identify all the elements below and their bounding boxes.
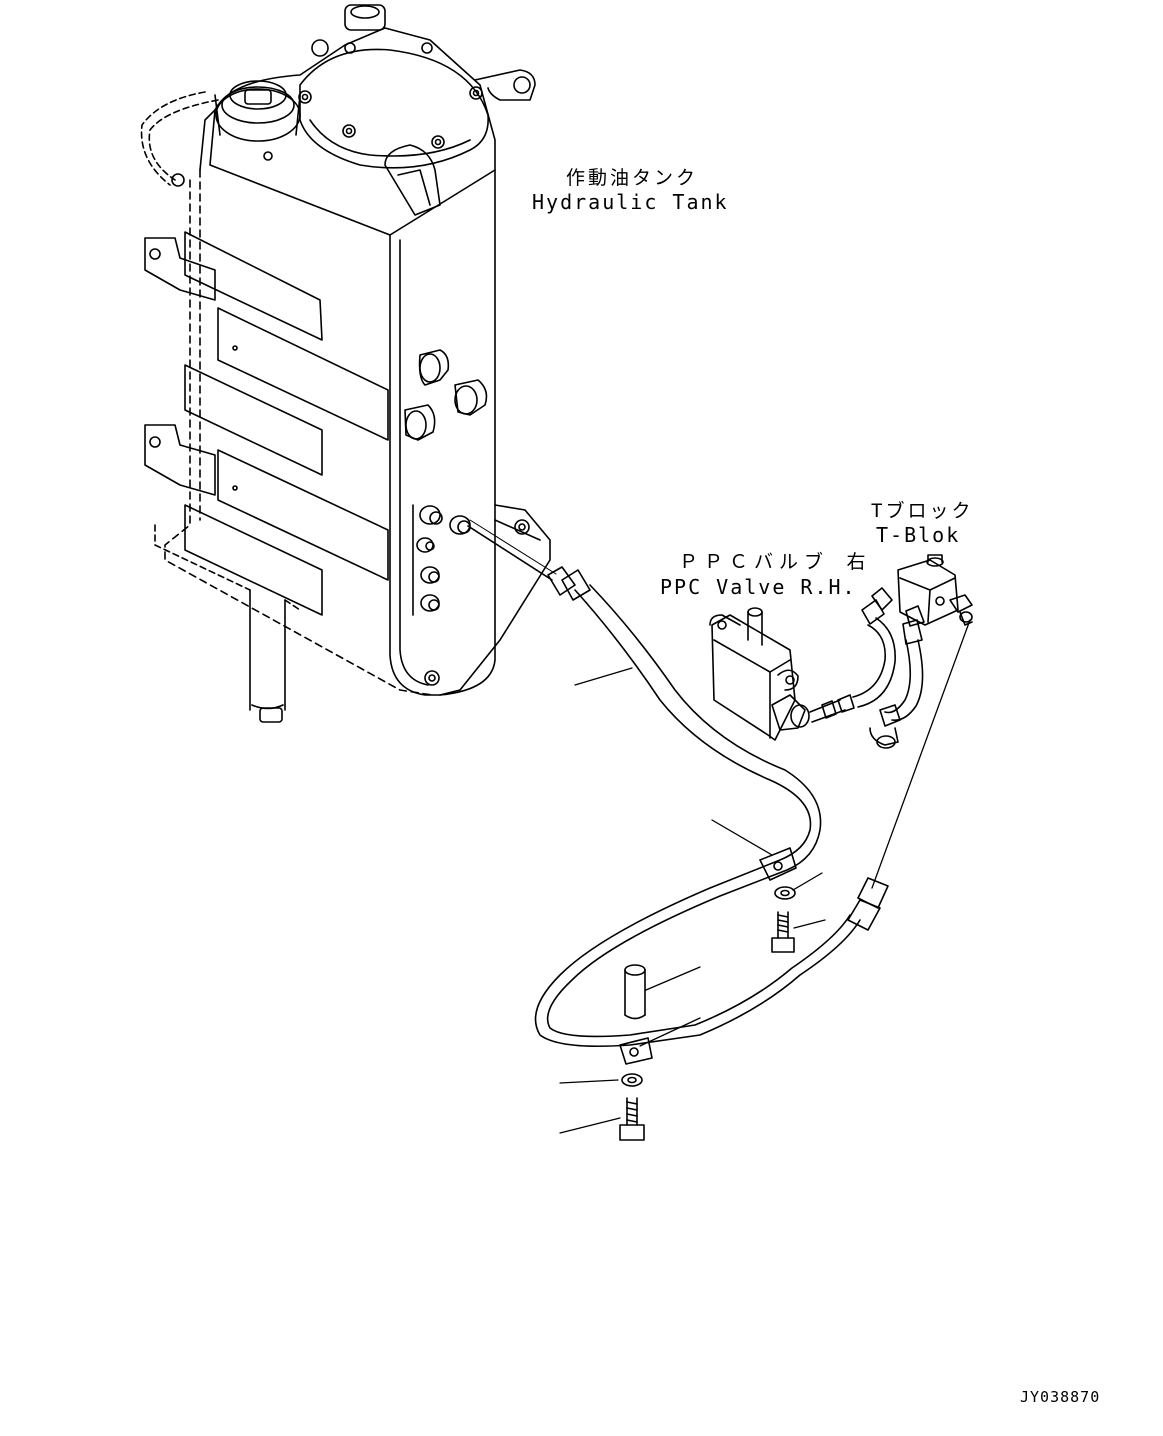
washer-upper [775,887,795,899]
tank-ports [405,350,486,615]
spacer-tube [625,965,645,1019]
pilot-hoses [810,588,924,748]
hydraulic-tank-label-en: Hydraulic Tank [532,190,729,214]
t-block [898,555,972,625]
washer-lower [622,1074,642,1086]
bolt-lower [620,1098,644,1140]
hose-clamp-lower [620,1038,652,1064]
ppc-valve-label-en: PPC Valve R.H. [660,575,857,599]
bolt-upper [772,912,794,952]
drawing-code: JY038870 [1020,1388,1101,1406]
t-block-label-jp: Tブロック [871,500,974,522]
t-block-label-en: T-Blok [876,523,961,547]
hydraulic-tank-label-jp: 作動油タンク [566,167,699,189]
main-hose [468,520,888,1046]
ppc-valve [710,608,809,740]
hose-clamp-upper [760,848,796,880]
leader-lines [560,620,970,1133]
ppc-valve-label-jp: ＰＰＣバルブ 右 [679,551,872,573]
hydraulic-tank [142,5,550,722]
